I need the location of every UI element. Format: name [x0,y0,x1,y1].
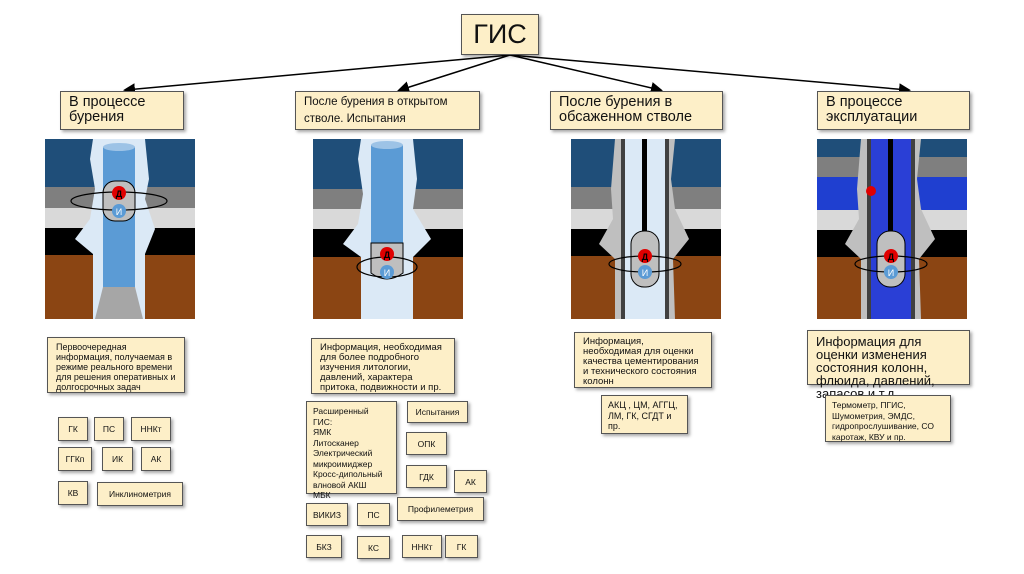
method-tag: ПС [357,503,390,526]
svg-text:И: И [116,207,122,217]
method-tag: Профилеметрия [397,497,484,521]
method-tag: ПС [94,417,124,441]
svg-text:И: И [384,268,390,278]
connector-stage-4 [509,54,911,96]
well-illustration-cased-hole: Д И [571,139,721,319]
leak-point-icon [866,186,876,196]
connector-stage-1 [123,54,511,96]
hierarchy-connectors [123,54,911,96]
svg-text:Д: Д [888,252,895,262]
cased-hole-methods: АКЦ , ЦМ, АГГЦ, ЛМ, ГК, СГДТ и пр. [601,395,688,434]
connector-stage-3 [509,54,663,94]
method-tag: ИК [102,447,133,471]
method-tag: Испытания [407,401,468,423]
well-illustration-drilling: Д И [45,139,195,319]
method-tag: ГГКп [58,447,92,471]
root-node-gis: ГИС [461,14,539,55]
method-tag: ОПК [406,432,447,455]
svg-text:Д: Д [642,252,649,262]
description-cased-hole: Информация, необходимая для оценки качес… [574,332,712,388]
description-drilling: Первоочередная информация, получаемая в … [47,337,185,393]
description-open-hole: Информация, необходимая для более подроб… [311,338,455,394]
sensor-d-icon [112,186,126,200]
method-tag: ННКт [402,535,442,558]
stage-title-drilling: В процессе бурения [60,91,184,130]
method-tag: АК [454,470,487,493]
stage-title-cased-hole: После бурения в обсаженном стволе [550,91,723,130]
method-tag: ВИКИЗ [306,503,348,526]
method-tag: КС [357,536,390,559]
connector-stage-2 [397,54,511,93]
method-tag: ГДК [406,465,447,488]
method-tag: БКЗ [306,535,342,558]
method-tag: ГК [445,535,478,558]
svg-text:И: И [888,268,894,278]
method-tag: Инклинометрия [97,482,183,506]
svg-text:Д: Д [384,250,391,260]
method-tag: ННКт [131,417,171,441]
well-illustration-open-hole: Д И [313,139,463,319]
method-tag: АК [141,447,171,471]
svg-text:И: И [642,268,648,278]
method-tag: КВ [58,481,88,505]
extended-gis-list: Расширенный ГИС: ЯМК Литосканер Электрич… [306,401,397,500]
emitter-i-icon [112,204,126,218]
stage-title-production: В процессе эксплуатации [817,91,970,130]
svg-text:Д: Д [116,189,123,199]
method-tag: ГК [58,417,88,441]
description-production: Информация для оценки изменения состояни… [807,330,970,400]
well-illustration-production: Д И [817,139,967,319]
production-methods: Термометр, ПГИС, Шумометрия, ЭМДС, гидро… [825,395,951,442]
stage-title-open-hole: После бурения в открытом стволе. Испытан… [295,91,480,130]
